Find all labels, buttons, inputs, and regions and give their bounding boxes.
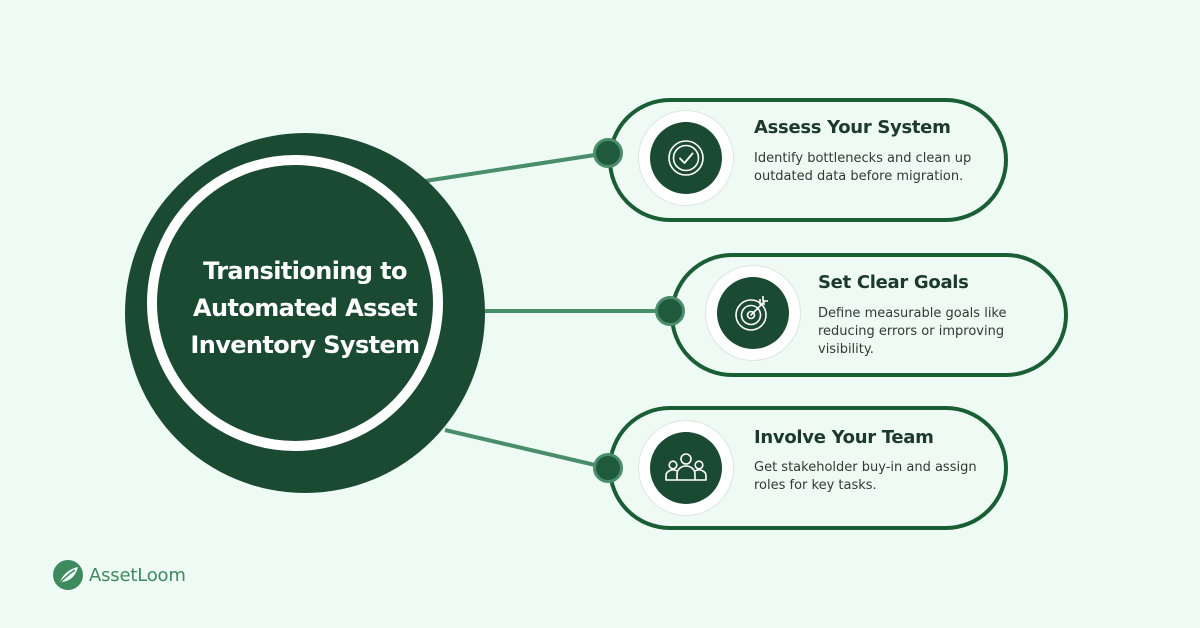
check-circle-icon <box>668 140 704 176</box>
step-description: Identify bottlenecks and clean up outdat… <box>754 151 972 184</box>
icon-core <box>717 277 789 349</box>
central-topic-title: Transitioning to Automated Asset Invento… <box>165 253 445 364</box>
icon-badge-goals <box>705 265 801 361</box>
connector-node-assess <box>593 138 623 168</box>
team-icon <box>665 453 707 481</box>
step-title: Set Clear Goals <box>818 272 969 293</box>
brand-logo: AssetLoom <box>53 560 186 590</box>
step-title: Assess Your System <box>754 117 951 138</box>
central-topic-ring <box>147 155 443 451</box>
title-line-2: Automated Asset <box>192 294 418 322</box>
title-line-3: Inventory System <box>190 331 420 359</box>
title-line-1: Transitioning to <box>203 257 407 285</box>
leaf-logo-icon <box>53 560 83 590</box>
icon-core <box>650 432 722 504</box>
icon-core <box>650 122 722 194</box>
central-topic-circle: Transitioning to Automated Asset Invento… <box>125 133 485 493</box>
step-title: Involve Your Team <box>754 427 934 448</box>
brand-name: AssetLoom <box>89 564 186 586</box>
icon-badge-assess <box>638 110 734 206</box>
step-description: Get stakeholder buy-in and assign roles … <box>754 460 977 493</box>
connector-node-team <box>593 453 623 483</box>
connector-node-goals <box>655 296 685 326</box>
target-icon <box>735 296 768 331</box>
step-description: Define measurable goals like reducing er… <box>818 306 1007 357</box>
icon-badge-team <box>638 420 734 516</box>
